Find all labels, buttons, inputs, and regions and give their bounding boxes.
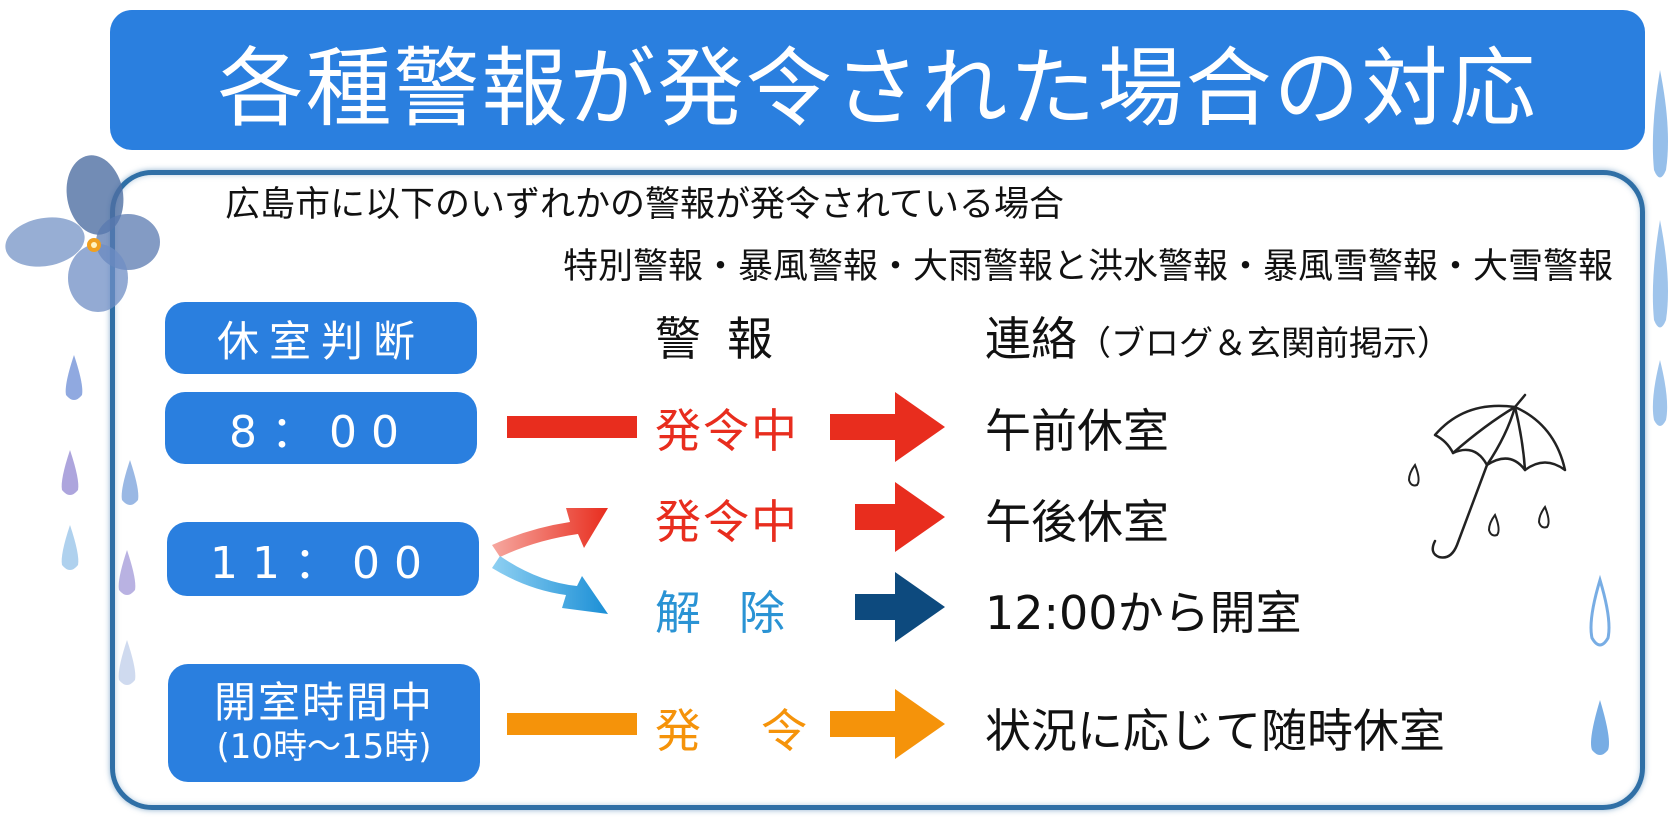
umbrella-icon [1407, 393, 1567, 559]
result-afternoon-closed: 午後休室 [985, 495, 1169, 549]
arrow-right-navy [855, 572, 945, 642]
branch-arrow-lifted [492, 556, 608, 614]
judgement-header-label: 休室判断 [216, 316, 425, 366]
contact-header-label: 連絡 [985, 312, 1077, 366]
arrow-right-red-2 [855, 482, 945, 552]
warning-types-text: 特別警報・暴風警報・大雨警報と洪水警報・暴風雪警報・大雪警報 [562, 247, 1613, 287]
flower-icon [5, 155, 160, 312]
time-11-label: 11：00 [210, 538, 436, 589]
status-lifted-11: 解除 [655, 586, 823, 640]
title-banner: 各種警報が発令された場合の対応 [110, 10, 1645, 150]
arrow-right-red-1 [830, 392, 945, 462]
connector-line-open [507, 713, 637, 735]
result-close-as-needed: 状況に応じて随時休室 [985, 704, 1445, 758]
intro-text: 広島市に以下のいずれかの警報が発令されている場合 [225, 185, 1064, 225]
status-issued-8: 発令中 [655, 404, 799, 458]
time-badge-8: 8：00 [165, 392, 477, 464]
judgement-header-badge: 休室判断 [165, 302, 477, 374]
content-frame [110, 170, 1645, 810]
branch-arrow-issued [492, 508, 608, 557]
arrow-right-orange [830, 689, 945, 759]
raindrops-left-icon [61, 355, 139, 685]
result-open-from-noon: 12:00から開室 [985, 586, 1302, 640]
time-8-label: 8：00 [229, 407, 413, 458]
contact-header-note: （ブログ＆玄関前掲示） [1077, 324, 1451, 364]
contact-column-header: 連絡（ブログ＆玄関前掲示） [985, 303, 1451, 369]
result-morning-closed: 午前休室 [985, 404, 1169, 458]
alert-column-header: 警報 [655, 312, 799, 366]
time-badge-11: 11：00 [167, 522, 479, 596]
connector-line-8 [507, 416, 637, 438]
open-hours-range: (10時～15時) [216, 726, 432, 767]
status-issued-11: 発令中 [655, 495, 799, 549]
open-hours-badge: 開室時間中 (10時～15時) [168, 664, 480, 782]
status-issued-open: 発令 [655, 704, 867, 758]
raindrops-right-icon [1589, 70, 1668, 755]
open-hours-label: 開室時間中 [213, 678, 434, 728]
page-title: 各種警報が発令された場合の対応 [217, 38, 1538, 139]
